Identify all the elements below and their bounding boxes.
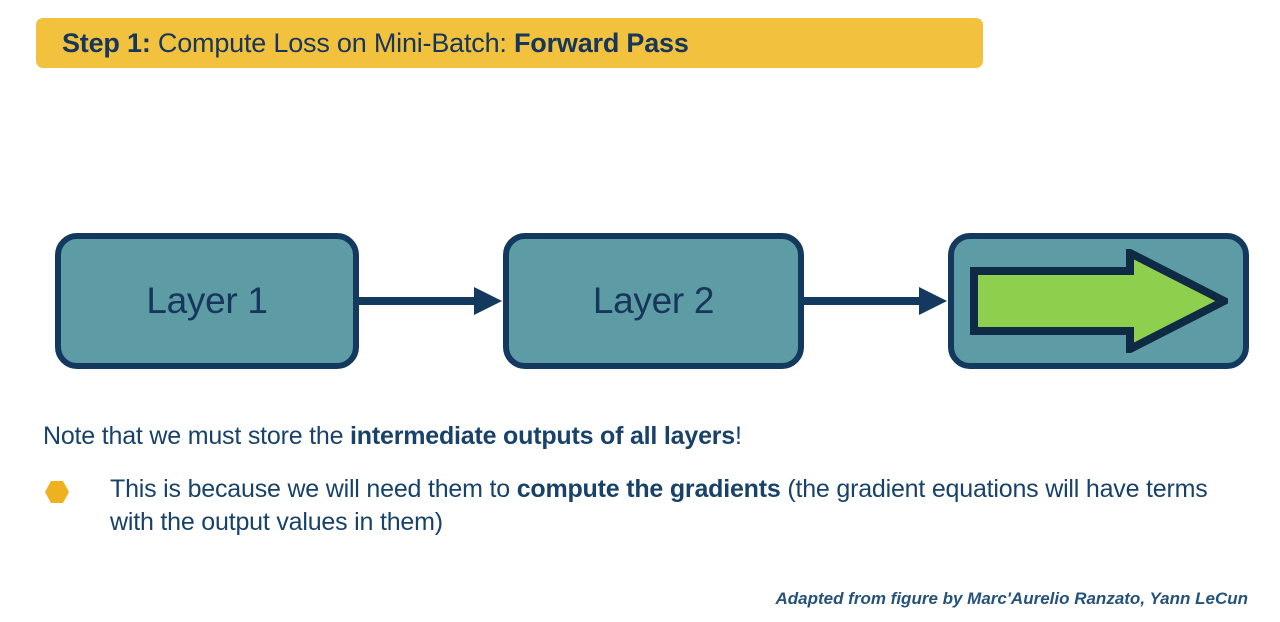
title-middle-text: Compute Loss on Mini-Batch:	[150, 27, 514, 58]
diagram-node-layer1: Layer 1	[55, 233, 359, 369]
note-post-text: !	[735, 422, 742, 450]
attribution-credit: Adapted from figure by Marc'Aurelio Ranz…	[775, 589, 1248, 608]
diagram-node-layer2-label: Layer 2	[592, 280, 715, 321]
green-block-arrow-icon	[969, 249, 1228, 353]
diagram-node-layer2: Layer 2	[503, 233, 804, 369]
title-emphasis-text: Forward Pass	[514, 27, 689, 58]
diagram-node-layer1-label: Layer 1	[146, 280, 268, 321]
hexagon-bullet-icon	[45, 481, 69, 503]
bullet-pre-text: This is because we will need them to	[110, 475, 517, 503]
note-paragraph: Note that we must store the intermediate…	[43, 422, 742, 451]
title-banner: Step 1: Compute Loss on Mini-Batch: Forw…	[36, 18, 983, 68]
bullet-bold-text: compute the gradients	[516, 475, 781, 503]
bullet-paragraph: This is because we will need them to com…	[110, 473, 1240, 539]
note-pre-text: Note that we must store the	[43, 422, 351, 450]
note-bold-text: intermediate outputs of all layers	[350, 422, 736, 450]
bullet-post-text: (the gradient equations will have terms …	[110, 475, 1208, 536]
title-step-label: Step 1:	[62, 27, 151, 58]
diagram-node-output	[948, 233, 1249, 369]
list-item: This is because we will need them to com…	[43, 473, 1243, 539]
page-title: Step 1: Compute Loss on Mini-Batch: Forw…	[36, 28, 689, 59]
connector-layer1-to-layer2	[358, 287, 502, 315]
connector-layer2-to-output	[803, 287, 947, 315]
